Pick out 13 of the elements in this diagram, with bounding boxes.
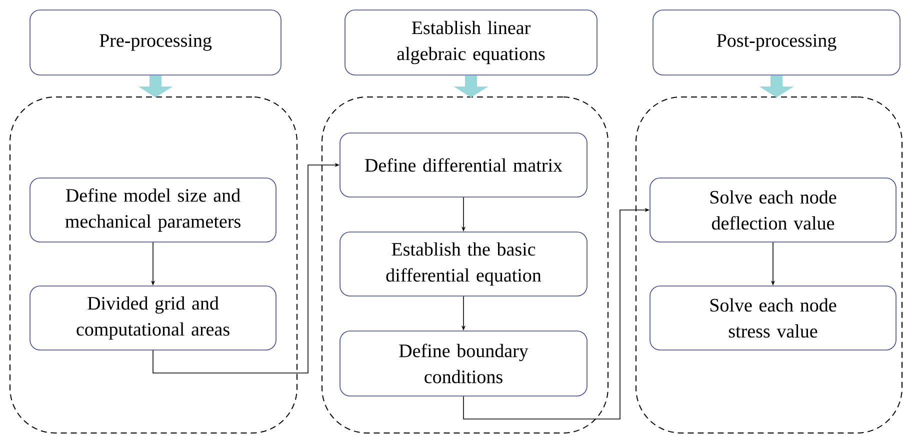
header-box: Pre-processing [30, 10, 282, 76]
process-box: Define boundary conditions [340, 330, 588, 396]
process-box: Define model size and mechanical parameters [30, 178, 276, 242]
header-box: Establish linear algebraic equations [344, 10, 598, 76]
process-box: Establish the basic differential equation [340, 232, 588, 296]
process-box: Solve each node stress value [650, 286, 896, 350]
dashed-container [636, 96, 902, 434]
header-box: Post-processing [652, 10, 900, 76]
process-box: Define differential matrix [340, 132, 588, 198]
dashed-container [10, 96, 298, 434]
process-box: Solve each node deflection value [650, 178, 896, 242]
dashed-container [322, 96, 608, 434]
process-box: Divided grid and computational areas [30, 286, 276, 350]
